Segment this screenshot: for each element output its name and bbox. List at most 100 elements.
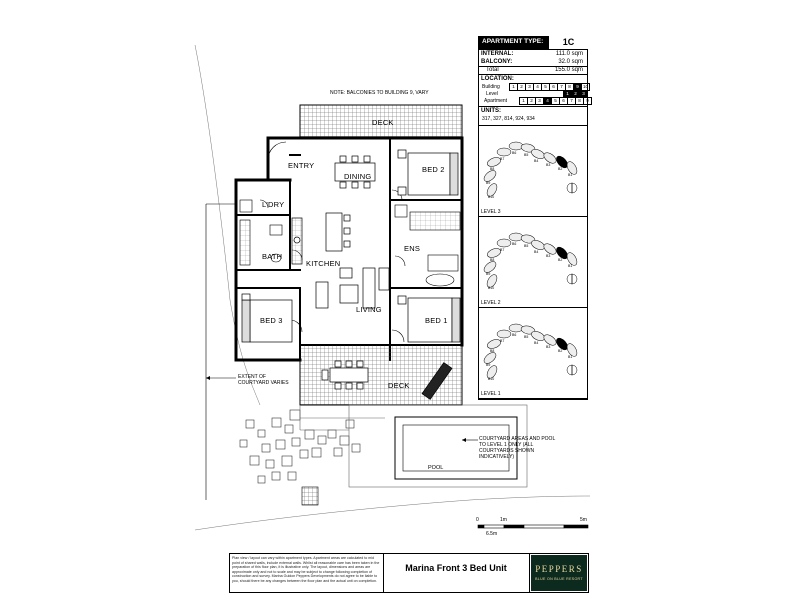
building-tag: B8 [490,349,494,353]
kitchen-island [291,212,351,265]
building-row-label: Building [482,84,500,90]
level-row-label: Level [486,91,498,97]
building-tag: B4 [534,159,538,163]
deck-lounger [421,362,453,400]
building-cell: 4 [533,83,542,91]
building-tag: B8 [490,258,494,262]
scale-label-five: 5m [580,517,587,523]
building-tag: B7 [500,157,504,161]
building-tag: B5 [524,335,528,339]
building-tag: B5 [524,153,528,157]
building-tag: B8 [490,167,494,171]
building-tag: B10 [488,286,494,290]
bed3-furniture [241,293,293,343]
building-tag: B6 [512,242,516,246]
building-tag: B1 [568,355,572,359]
building-block [556,155,568,169]
building-tag: B9 [486,272,490,276]
building-block [486,365,498,379]
building-block [487,157,501,167]
building-tag: B3 [546,163,550,167]
scale-caption: 6.5m [486,531,498,537]
building-block [508,141,524,151]
room-label-pool: POOL [428,465,444,471]
internal-label: INTERNAL: [481,51,514,57]
building-block [483,261,497,273]
wet-area-fixtures [239,199,283,266]
scale-label-one: 1m [500,517,507,523]
building-block [566,252,578,266]
room-label-bed2: BED 2 [422,165,445,174]
building-block [543,152,557,164]
balcony-label: BALCONY: [481,59,513,65]
building-tag: B10 [488,377,494,381]
footer-divider-1 [383,553,384,593]
top-deck [299,104,463,139]
room-label-bed3: BED 3 [260,316,283,325]
apartment-cell: 7 [567,97,576,105]
building-block [486,183,498,197]
courtyard-paving [239,409,361,484]
building-block [486,274,498,288]
building-block [556,246,568,260]
building-tag: B7 [500,248,504,252]
building-block [496,238,512,248]
building-block [566,343,578,357]
pool-deck-inner [394,416,518,480]
pool-note: COURTYARD AREAS AND POOL TO LEVEL 1 ONLY… [479,436,556,460]
building-tag: B2 [558,349,562,353]
building-cell: 1 [509,83,518,91]
total-divider [478,66,588,67]
footer-strip [229,553,589,593]
building-cell: 3 [525,83,534,91]
room-label-kitchen: KITCHEN [306,259,341,268]
units-label: UNITS: [481,108,501,114]
building-tag: B6 [512,333,516,337]
building-block [487,339,501,349]
total-label: Total [486,67,499,73]
apartment-cell: 6 [559,97,568,105]
building-tag: B9 [486,181,490,185]
balcony-value: 32.0 sqm [558,59,583,65]
apartment-type-label: APARTMENT TYPE: [482,38,544,45]
room-label-entry: ENTRY [288,161,315,170]
building-block [483,170,497,182]
bed1-furniture [397,295,461,343]
total-value: 155.0 sqm [554,67,583,73]
building-tag: B3 [546,345,550,349]
building-tag: B6 [512,151,516,155]
room-label-ens: ENS [404,244,421,253]
building-block [487,248,501,258]
apartment-cell: 2 [527,97,536,105]
pool-water [402,424,510,472]
building-cell: 5 [541,83,550,91]
building-tag: B5 [524,244,528,248]
apartment-type-header [478,36,548,49]
apartment-type-value: 1C [548,36,588,49]
building-tag: B4 [534,250,538,254]
building-block [543,334,557,346]
building-cell: 6 [549,83,558,91]
building-tag: B9 [486,363,490,367]
apartment-cell: 9 [583,97,592,105]
building-tag: B1 [568,173,572,177]
building-tag: B3 [546,254,550,258]
building-tag: B1 [568,264,572,268]
building-tag: B7 [500,339,504,343]
scale-label-zero: 0 [476,517,479,523]
brand-subtitle: BLUE ON BLUE RESORT [535,577,583,581]
ensuite-fixtures [394,204,461,287]
building-block [556,337,568,351]
internal-value: 111.0 sqm [555,51,583,57]
key-plan-label: LEVEL 1 [481,391,501,397]
site-boundary-bottom [194,495,591,531]
room-label-bed1: BED 1 [425,316,448,325]
